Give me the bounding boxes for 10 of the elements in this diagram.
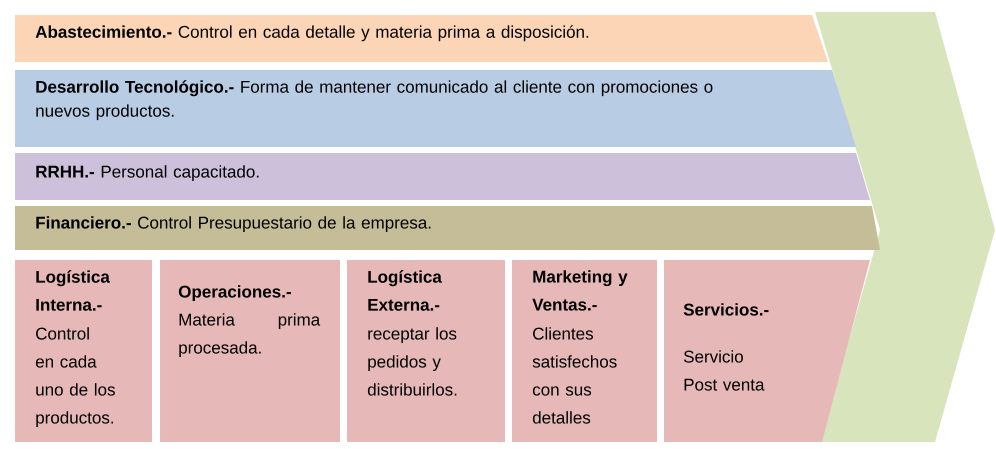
activity-box: Servicios.- Servicio Post venta <box>664 260 870 442</box>
support-band: RRHH.- Personal capacitado. <box>15 153 870 200</box>
margin-chevron-shape <box>815 12 995 442</box>
activity-box: Logística Externa.- receptar los pedidos y distribuirlos. <box>347 260 505 442</box>
support-band: Abastecimiento.- Control en cada detalle y materia prima a disposición. <box>15 15 828 62</box>
support-band: Desarrollo Tecnológico.- Forma de mantener comunicado al cliente con promociones o nuevos productos. <box>15 70 856 147</box>
support-band: Financiero.- Control Presupuestario de la empresa. <box>15 206 880 250</box>
activity-box: Logística Interna.- Control en cada uno de los productos. <box>15 260 152 442</box>
activity-box: Marketing y Ventas.- Clientes satisfechos con sus detalles <box>512 260 657 442</box>
activity-box: Operaciones.- Materia prima procesada. <box>160 260 340 442</box>
